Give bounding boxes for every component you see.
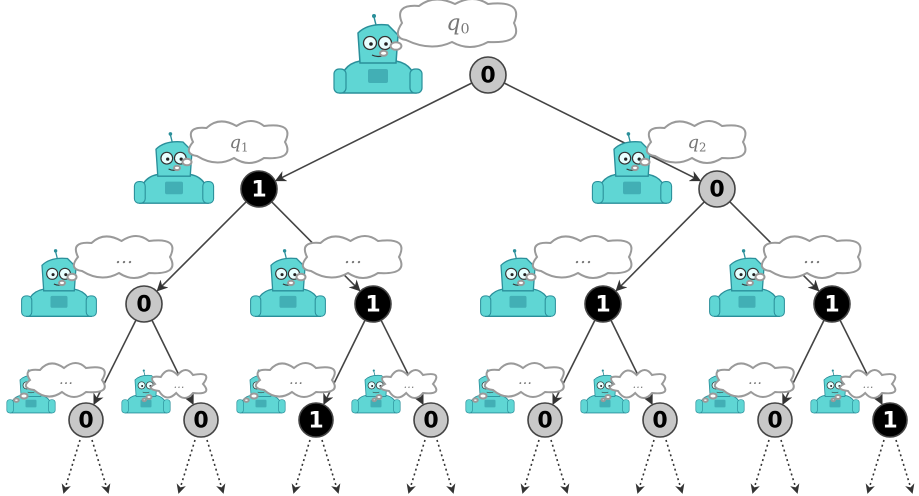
tree-node: 1 xyxy=(813,285,851,323)
node-label: 1 xyxy=(308,409,323,434)
node-label: 0 xyxy=(480,64,495,89)
dotted-arrow-icon xyxy=(91,439,111,494)
thought-cloud-icon: … xyxy=(746,235,862,287)
dotted-arrow-icon xyxy=(61,439,81,494)
tree-node: 1 xyxy=(240,170,278,208)
thought-label: … xyxy=(518,372,532,388)
edge-n0-n2 xyxy=(503,82,702,182)
thought-cloud-icon: … xyxy=(517,235,633,287)
thought-label: … xyxy=(174,378,185,391)
robot-icon xyxy=(133,132,215,204)
node-label: 0 xyxy=(193,409,208,434)
edge-n1-n3 xyxy=(156,201,247,292)
thought-cloud-icon: … xyxy=(287,235,403,287)
edge-n2-n5 xyxy=(615,201,705,292)
thought-label: … xyxy=(289,372,303,388)
robot-icon xyxy=(480,249,556,317)
thought-label: q1 xyxy=(230,132,249,155)
node-label: 0 xyxy=(423,409,438,434)
node-label: 0 xyxy=(652,409,667,434)
node-label: 0 xyxy=(767,409,782,434)
thought-cloud-icon: … xyxy=(141,369,208,403)
thought-label: … xyxy=(633,378,644,391)
thought-cloud-icon: … xyxy=(472,362,565,403)
node-label: 1 xyxy=(882,409,897,434)
tree-node: 0 xyxy=(183,402,219,438)
tree-node: 0 xyxy=(413,402,449,438)
thought-cloud-icon: … xyxy=(702,362,795,403)
node-label: 0 xyxy=(537,409,552,434)
dotted-arrow-icon xyxy=(176,439,196,494)
node-label: 1 xyxy=(365,293,380,318)
thought-cloud-icon: q2 xyxy=(631,120,747,172)
node-label: 0 xyxy=(709,178,724,203)
edge-n0-n1 xyxy=(274,82,473,182)
tree-node: 0 xyxy=(527,402,563,438)
node-label: 1 xyxy=(595,293,610,318)
tree-node: 0 xyxy=(68,402,104,438)
node-label: 0 xyxy=(78,409,93,434)
thought-label: … xyxy=(574,247,592,268)
thought-label: … xyxy=(863,378,874,391)
robot-icon xyxy=(591,132,673,204)
dotted-arrow-icon xyxy=(206,439,226,494)
thought-clouds: q0 q1 q2 … … … … … … … … … … … … xyxy=(13,0,897,403)
tree-node: 0 xyxy=(757,402,793,438)
tree-node: 1 xyxy=(872,402,908,438)
robot-icon xyxy=(709,249,785,317)
tree-nodes: 0 1 0 0 1 1 1 0 0 1 0 0 0 0 1 xyxy=(68,56,908,438)
thought-label: q2 xyxy=(688,132,707,155)
dotted-arrow-icon xyxy=(635,439,655,494)
robot-icon xyxy=(351,369,401,414)
thought-cloud-icon: … xyxy=(830,369,897,403)
robot-agents xyxy=(6,14,860,414)
thought-cloud-icon: … xyxy=(600,369,667,403)
tree-node: 1 xyxy=(354,285,392,323)
dotted-arrow-icon xyxy=(550,439,570,494)
thought-cloud-icon: q0 xyxy=(379,0,518,57)
tree-node: 1 xyxy=(584,285,622,323)
tree-node: 1 xyxy=(298,402,334,438)
thought-label: … xyxy=(59,372,73,388)
dotted-arrow-icon xyxy=(865,439,885,494)
thought-cloud-icon: … xyxy=(371,369,438,403)
thought-label: … xyxy=(404,378,415,391)
dotted-arrow-icon xyxy=(895,439,915,494)
dotted-arrow-icon xyxy=(406,439,426,494)
robot-icon xyxy=(250,249,326,317)
dotted-arrow-icon xyxy=(520,439,540,494)
dotted-arrow-icon xyxy=(321,439,341,494)
node-label: 1 xyxy=(824,293,839,318)
thought-cloud-icon: … xyxy=(13,362,106,403)
thought-label: … xyxy=(803,247,821,268)
thought-cloud-icon: … xyxy=(58,235,174,287)
tree-node: 0 xyxy=(642,402,678,438)
node-label: 1 xyxy=(251,178,266,203)
dotted-arrow-icon xyxy=(291,439,311,494)
dotted-arrow-icon xyxy=(780,439,800,494)
dotted-arrow-icon xyxy=(436,439,456,494)
node-label: 0 xyxy=(136,293,151,318)
dotted-arrow-icon xyxy=(750,439,770,494)
tree-node: 0 xyxy=(469,56,507,94)
thought-label: … xyxy=(115,247,133,268)
tree-node: 0 xyxy=(125,285,163,323)
thought-cloud-icon: q1 xyxy=(173,120,289,172)
thought-label: … xyxy=(344,247,362,268)
dotted-arrow-icon xyxy=(665,439,685,494)
tree-node: 0 xyxy=(698,170,736,208)
thought-label: q0 xyxy=(446,11,469,38)
thought-label: … xyxy=(748,372,762,388)
continuation-arrows xyxy=(61,439,915,494)
thought-cloud-icon: … xyxy=(243,362,336,403)
